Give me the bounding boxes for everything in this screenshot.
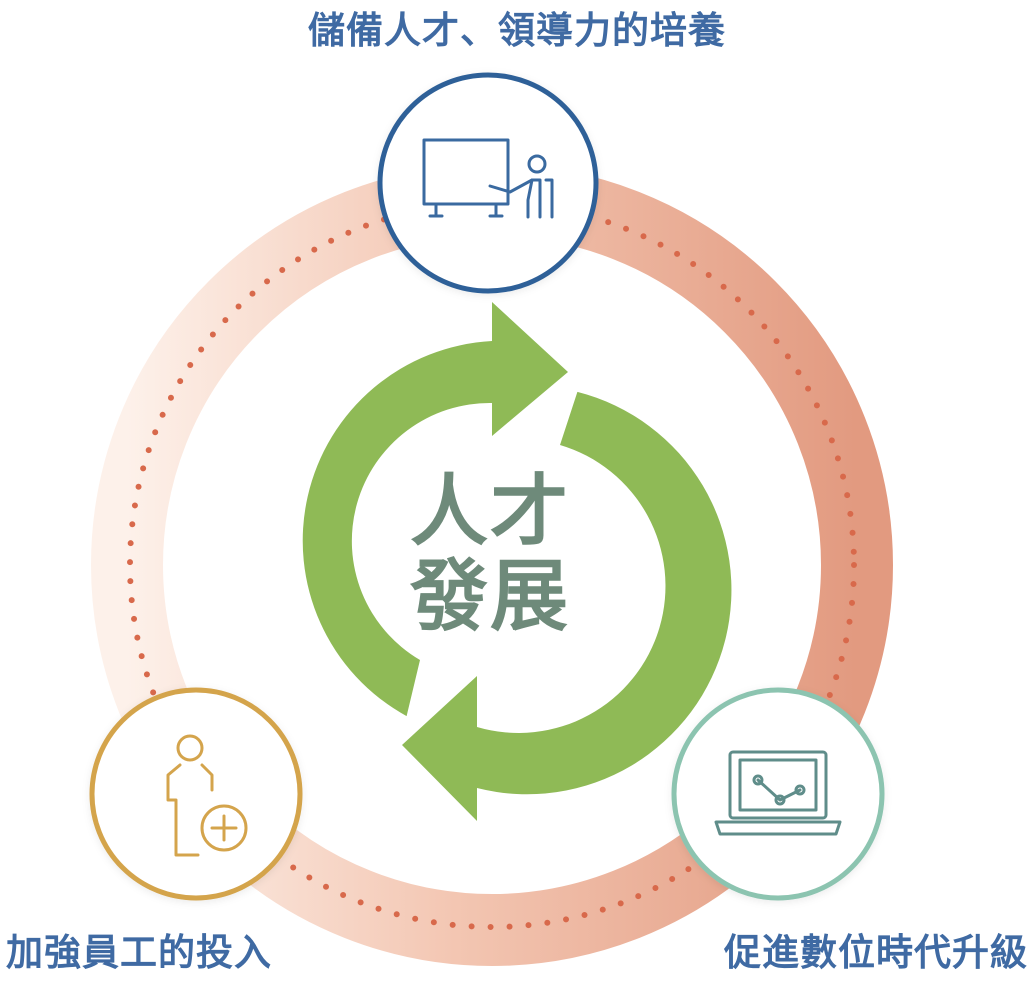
node-left-circle: [89, 687, 303, 901]
laptop-chart-icon: [714, 750, 842, 836]
node-top: [377, 72, 599, 294]
node-left: [89, 687, 303, 901]
node-top-circle: [377, 72, 599, 294]
presentation-teacher-icon: [422, 138, 554, 219]
node-right-circle: [671, 687, 885, 901]
cycle-arrow-upper: [302, 302, 568, 717]
cycle-arrow-lower: [402, 391, 732, 821]
person-add-icon: [166, 734, 248, 857]
dotted-ring: [127, 200, 857, 930]
node-left-label: 加強員工的投入: [6, 931, 272, 974]
node-right: [671, 687, 885, 901]
node-right-label: 促進數位時代升級: [724, 931, 1028, 974]
cycle-arrows: [302, 302, 732, 821]
node-top-label: 儲備人才、領導力的培養: [308, 9, 726, 52]
center-title-line1: 人才: [409, 467, 570, 557]
center-title-line2: 發展: [409, 552, 570, 642]
